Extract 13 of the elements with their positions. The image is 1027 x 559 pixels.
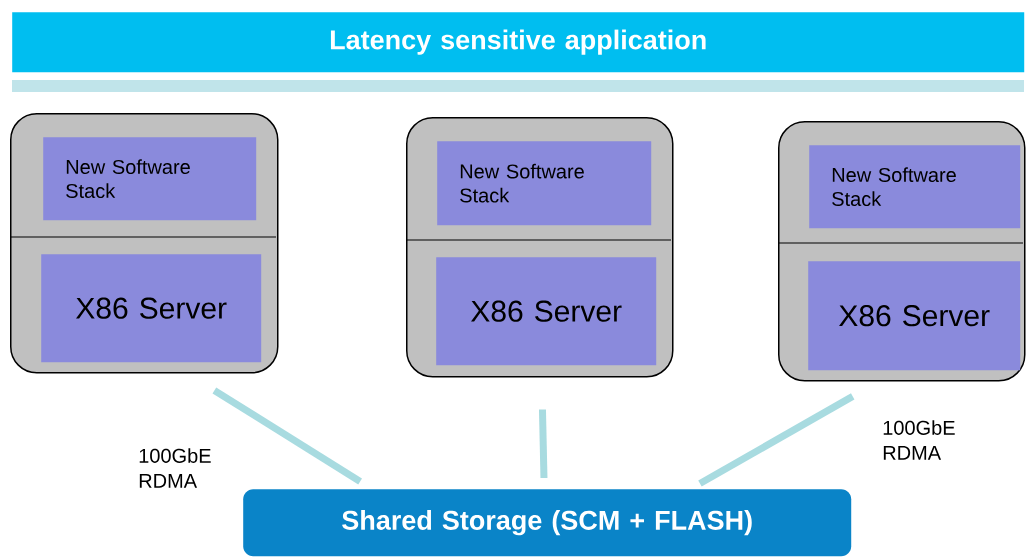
software-stack-box: New Software Stack [437, 141, 652, 226]
link-label: 100GbE RDMA [883, 420, 955, 460]
connector-line [538, 409, 548, 479]
storage-box: Shared Storage (SCM + FLASH) [243, 489, 852, 557]
software-stack-box: New Software Stack [809, 145, 1021, 229]
link-label: 100GbE RDMA [139, 448, 211, 488]
server-label-box: X86 Server [808, 261, 1021, 371]
server-label-box: X86 Server [436, 257, 657, 366]
software-stack-box: New Software Stack [43, 137, 257, 221]
server-label-box: X86 Server [41, 254, 262, 363]
title-band: Latency sensitive application [12, 12, 1025, 73]
connector-line [698, 393, 855, 487]
connector-line [212, 387, 362, 485]
